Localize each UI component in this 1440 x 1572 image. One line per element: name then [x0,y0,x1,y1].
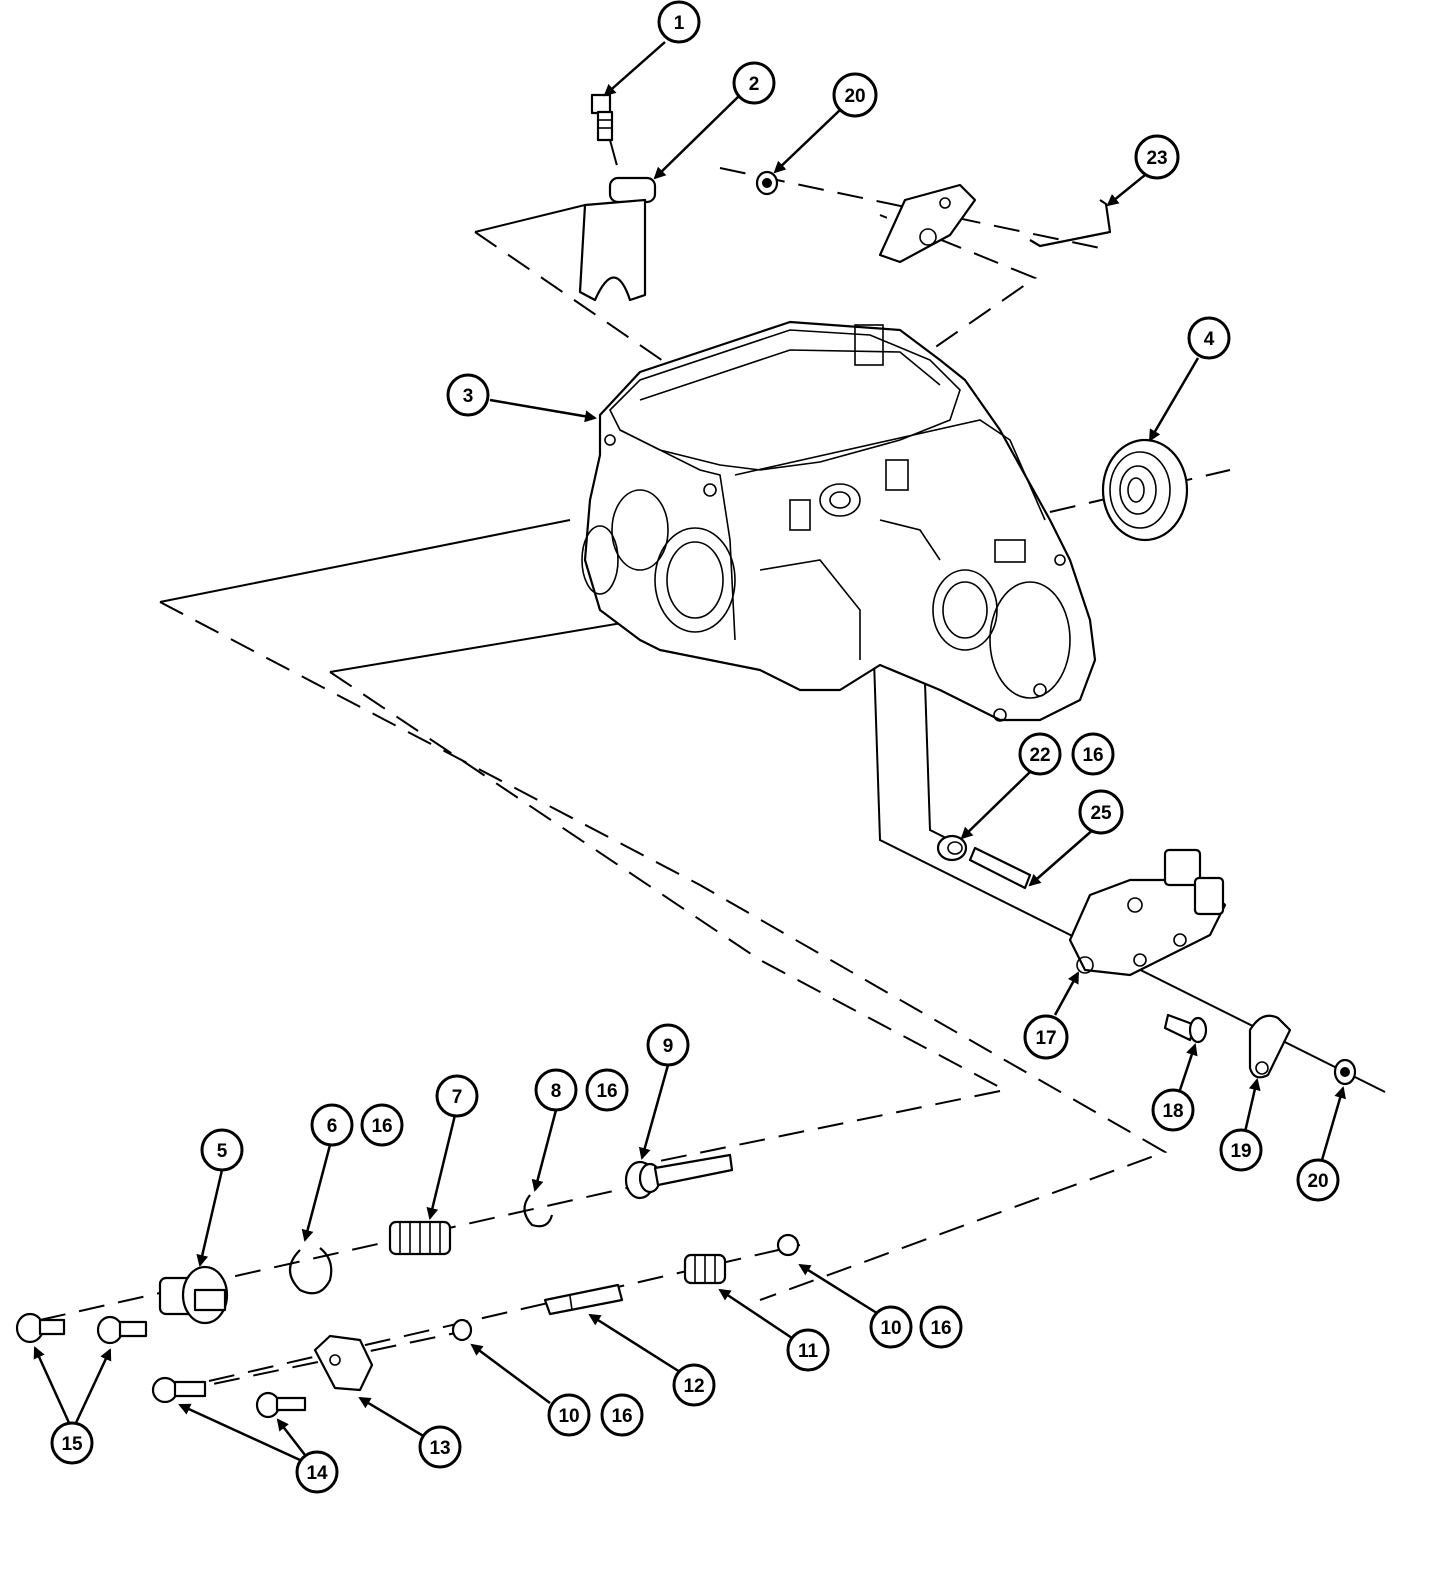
callout-20-right: 20 [1296,1158,1340,1202]
part-bolts-14 [151,1376,307,1419]
callout-12: 12 [672,1363,716,1407]
callout-16-near-10-right: 16 [919,1305,963,1349]
callout-4: 4 [1187,316,1231,360]
svg-text:16: 16 [371,1116,392,1137]
callout-23: 23 [1134,134,1180,180]
svg-text:16: 16 [611,1406,632,1427]
part-bushing-22 [936,834,968,862]
callout-16-near-22: 16 [1071,732,1115,776]
callout-14: 14 [295,1450,339,1494]
callout-10-right: 10 [869,1305,913,1349]
part-spring-7 [388,1220,452,1256]
part-seal-4 [1101,438,1189,542]
callout-17: 17 [1023,1014,1069,1060]
callout-15: 15 [50,1421,94,1465]
callout-25: 25 [1078,789,1124,835]
callout-22: 22 [1018,732,1062,776]
leader-lines [33,41,1346,1462]
part-snap-ring-8 [523,1194,554,1228]
svg-text:20: 20 [1307,1171,1328,1192]
callout-16-near-8: 16 [585,1068,629,1112]
part-rod-23 [1029,199,1112,248]
part-nut-20-top [755,170,779,196]
svg-text:19: 19 [1230,1141,1251,1162]
callout-3: 3 [446,373,490,417]
svg-text:16: 16 [1082,745,1103,766]
svg-text:4: 4 [1204,329,1215,350]
part-bearing-11 [683,1253,727,1285]
part-pin-12 [543,1283,624,1316]
svg-text:10: 10 [880,1318,901,1339]
part-bolts-15 [15,1312,148,1345]
svg-text:6: 6 [327,1116,338,1137]
svg-text:8: 8 [551,1081,562,1102]
svg-text:9: 9 [663,1036,674,1057]
part-shaft-25 [968,846,1032,890]
callout-16-near-6: 16 [360,1103,404,1147]
callout-16-near-10-left: 16 [600,1393,644,1437]
part-nut-20-right [1333,1058,1357,1086]
part-piston-9 [624,1153,734,1200]
svg-text:7: 7 [452,1087,463,1108]
svg-text:5: 5 [217,1141,228,1162]
part-bolt-18 [1163,1013,1208,1044]
callout-10-left: 10 [547,1393,591,1437]
svg-text:11: 11 [798,1341,819,1362]
callout-5: 5 [200,1128,244,1172]
callout-1: 1 [657,0,701,44]
svg-text:2: 2 [749,74,760,95]
callout-9: 9 [646,1023,690,1067]
svg-text:15: 15 [61,1434,83,1455]
transmission-case [581,320,1097,722]
part-washer-10-right [776,1233,800,1257]
svg-text:17: 17 [1035,1028,1056,1049]
part-neutral-safety-switch [1068,848,1227,977]
part-washer-10-left [451,1318,473,1342]
callout-2: 2 [732,61,776,105]
svg-text:3: 3 [463,386,474,407]
callout-13: 13 [418,1425,462,1469]
part-cover-13 [313,1334,374,1392]
svg-text:25: 25 [1090,803,1112,824]
callout-7: 7 [435,1074,479,1118]
svg-text:20: 20 [844,86,865,107]
part-cap-5 [158,1265,229,1325]
svg-text:22: 22 [1029,745,1050,766]
svg-text:10: 10 [558,1406,579,1427]
callout-19: 19 [1219,1128,1263,1172]
callout-18: 18 [1151,1088,1195,1132]
callout-20-top: 20 [832,72,878,118]
svg-text:12: 12 [683,1376,704,1397]
callout-6: 6 [310,1103,354,1147]
part-shift-fork-2 [578,176,657,302]
callout-8: 8 [534,1068,578,1112]
svg-text:13: 13 [429,1438,450,1459]
svg-text:18: 18 [1162,1101,1183,1122]
svg-text:16: 16 [596,1081,617,1102]
svg-text:23: 23 [1146,148,1167,169]
svg-text:1: 1 [674,13,685,34]
part-snap-ring-6 [288,1247,333,1295]
part-bolt-1 [590,93,614,142]
assembly-guide-lines [39,139,1386,1393]
part-lever-plate [878,183,977,264]
svg-text:16: 16 [930,1318,951,1339]
callout-11: 11 [786,1328,830,1372]
svg-text:14: 14 [306,1463,328,1484]
part-lever-19 [1248,1014,1292,1079]
